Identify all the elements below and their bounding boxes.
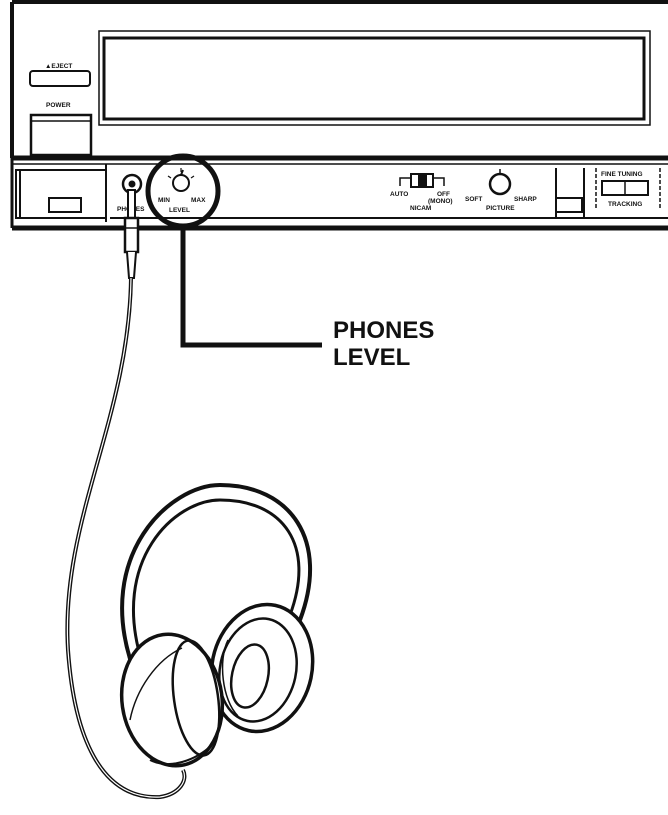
level-max-label: MAX	[191, 197, 206, 204]
nicam-switch[interactable]	[399, 173, 445, 188]
left-ear-cup	[119, 632, 225, 768]
phones-jack[interactable]	[121, 173, 143, 195]
picture-sharp-label: SHARP	[514, 196, 537, 203]
picture-soft-label: SOFT	[465, 196, 482, 203]
headband	[120, 482, 312, 666]
level-label: LEVEL	[169, 207, 190, 214]
power-button[interactable]: POWER	[29, 102, 93, 157]
tracking-label: TRACKING	[608, 201, 642, 208]
power-label: POWER	[46, 102, 71, 109]
vcr-front-panel	[10, 0, 668, 231]
fine-tuning-label: FINE TUNING	[601, 171, 643, 178]
headphone-plug	[123, 189, 140, 279]
nicam-auto-label: AUTO	[390, 191, 408, 198]
eject-label: ▲EJECT	[45, 63, 72, 70]
nicam-label: NICAM	[410, 205, 431, 212]
nicam-mono-label: (MONO)	[428, 198, 453, 205]
callout-text-level: LEVEL	[333, 344, 410, 371]
eject-button[interactable]: ▲EJECT	[29, 63, 91, 87]
picture-label: PICTURE	[486, 205, 515, 212]
level-min-label: MIN	[158, 197, 170, 204]
picture-knob[interactable]	[488, 169, 512, 196]
headphones	[119, 482, 315, 768]
phones-level-knob[interactable]	[167, 168, 195, 192]
cassette-window	[102, 36, 646, 121]
right-ear-cup	[209, 602, 315, 734]
nicam-off-label: OFF	[437, 191, 450, 198]
callout-leader-line	[180, 226, 322, 348]
fine-tuning-tracking-control[interactable]	[595, 168, 661, 208]
callout-text-phones: PHONES	[333, 317, 434, 344]
